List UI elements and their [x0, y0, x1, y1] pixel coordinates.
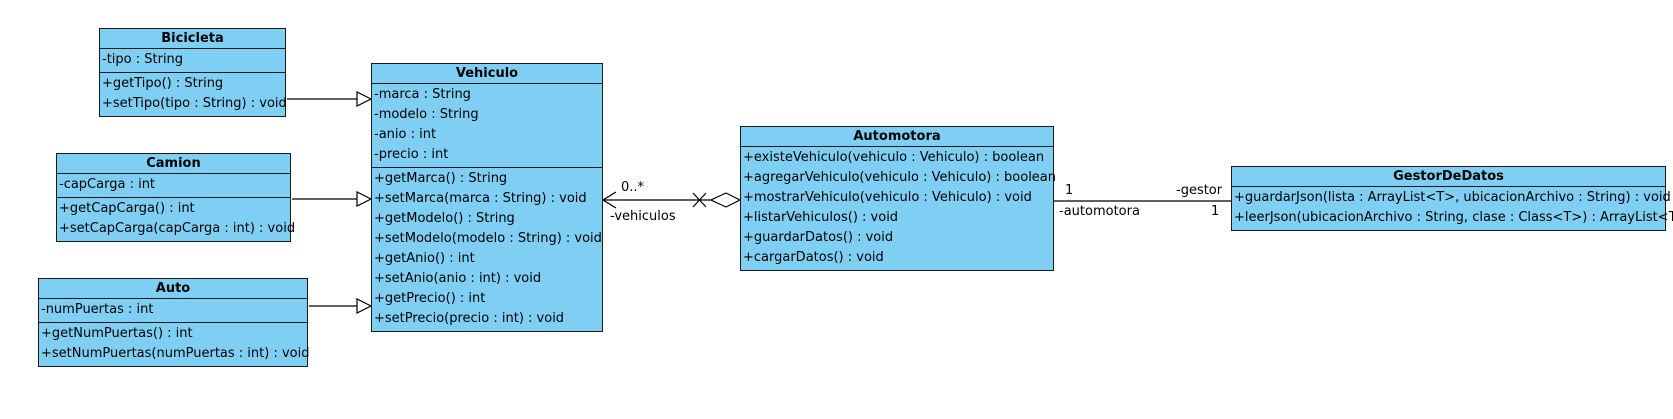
operation: +setAnio(anio : int) : void: [374, 271, 542, 286]
operation: +guardarDatos() : void: [743, 230, 894, 245]
operation: +getTipo() : String: [102, 76, 224, 91]
operation: +listarVehiculos() : void: [743, 210, 899, 225]
operations-section: +getNumPuertas() : int +setNumPuertas(nu…: [39, 322, 310, 366]
attribute: -marca : String: [374, 87, 471, 102]
operations-section: +existeVehiculo(vehiculo : Vehiculo) : b…: [741, 147, 1057, 270]
operation: +getAnio() : int: [374, 251, 475, 266]
operations-section: +getTipo() : String +setTipo(tipo : Stri…: [100, 72, 287, 116]
generalization-camion-vehiculo: [292, 191, 373, 207]
operations-section: +getMarca() : String +setMarca(marca : S…: [372, 167, 602, 331]
operations-section: +getCapCarga() : int +setCapCarga(capCar…: [57, 197, 296, 241]
attributes-section: -tipo : String: [100, 49, 285, 72]
attribute: -capCarga : int: [59, 177, 156, 192]
operation: +getModelo() : String: [374, 211, 515, 226]
aggregation-multiplicity: 0..*: [621, 180, 645, 195]
attribute: -precio : int: [374, 147, 449, 162]
operation: +setTipo(tipo : String) : void: [102, 96, 287, 111]
aggregation-role: -vehiculos: [610, 209, 676, 224]
operation: +setCapCarga(capCarga : int) : void: [59, 221, 296, 236]
generalization-auto-vehiculo: [309, 298, 373, 314]
operation: +existeVehiculo(vehiculo : Vehiculo) : b…: [743, 150, 1045, 165]
attributes-section: -numPuertas : int: [39, 299, 307, 322]
association-role-right: -gestor: [1176, 183, 1223, 198]
operation: +getPrecio() : int: [374, 291, 486, 306]
class-name: Vehiculo: [372, 64, 602, 84]
attributes-section: -marca : String -modelo : String -anio :…: [372, 84, 602, 167]
class-name: Automotora: [741, 127, 1053, 147]
class-automotora: Automotora +existeVehiculo(vehiculo : Ve…: [740, 126, 1057, 271]
class-name: GestorDeDatos: [1232, 167, 1665, 187]
class-bicicleta: Bicicleta -tipo : String +getTipo() : St…: [99, 28, 287, 117]
class-camion: Camion -capCarga : int +getCapCarga() : …: [56, 153, 296, 242]
generalization-bicicleta-vehiculo: [287, 91, 373, 107]
attributes-section: -capCarga : int: [57, 174, 290, 197]
operation: +leerJson(ubicacionArchivo : String, cla…: [1234, 210, 1673, 225]
attribute: -numPuertas : int: [41, 302, 154, 317]
operations-section: +guardarJson(lista : ArrayList<T>, ubica…: [1232, 187, 1673, 230]
association-mult-left: 1: [1065, 183, 1074, 198]
operation: +setPrecio(precio : int) : void: [374, 311, 565, 326]
operation: +getMarca() : String: [374, 171, 508, 186]
operation: +agregarVehiculo(vehiculo : Vehiculo) : …: [743, 170, 1057, 185]
aggregation-automotora-vehiculo: [601, 191, 742, 209]
class-name: Auto: [39, 279, 307, 299]
attribute: -modelo : String: [374, 107, 479, 122]
operation: +getNumPuertas() : int: [41, 326, 193, 341]
operation: +cargarDatos() : void: [743, 250, 884, 265]
attribute: -tipo : String: [102, 52, 184, 67]
class-name: Bicicleta: [100, 29, 285, 49]
operation: +guardarJson(lista : ArrayList<T>, ubica…: [1234, 190, 1671, 205]
operation: +setMarca(marca : String) : void: [374, 191, 587, 206]
operation: +mostrarVehiculo(vehiculo : Vehiculo) : …: [743, 190, 1032, 205]
class-gestordedatos: GestorDeDatos +guardarJson(lista : Array…: [1231, 166, 1673, 231]
operation: +getCapCarga() : int: [59, 201, 195, 216]
operation: +setModelo(modelo : String) : void: [374, 231, 602, 246]
attribute: -anio : int: [374, 127, 437, 142]
operation: +setNumPuertas(numPuertas : int) : void: [41, 346, 310, 361]
association-role-left: -automotora: [1059, 204, 1140, 219]
association-mult-right: 1: [1211, 204, 1220, 219]
class-name: Camion: [57, 154, 290, 174]
class-auto: Auto -numPuertas : int +getNumPuertas() …: [38, 278, 310, 367]
class-vehiculo: Vehiculo -marca : String -modelo : Strin…: [371, 63, 603, 332]
